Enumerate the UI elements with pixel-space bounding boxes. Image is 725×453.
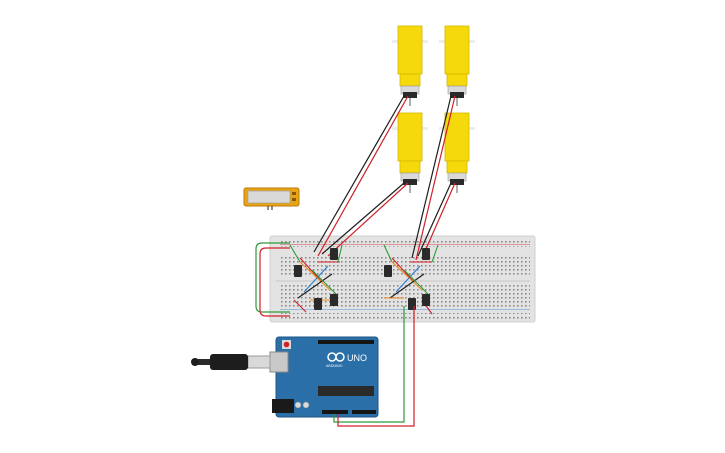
breadboard[interactable] — [269, 235, 536, 323]
atmega-chip — [318, 386, 374, 396]
arduino-logo-icon — [327, 352, 345, 362]
dc-motor-icon[interactable] — [392, 25, 428, 106]
arduino-brand-label: ARDUINO — [326, 364, 343, 368]
motor-wires — [313, 95, 456, 261]
rail-wires — [255, 242, 290, 317]
motor-driver-chip[interactable] — [294, 265, 302, 277]
usb-port — [269, 351, 289, 373]
motor-driver-chip[interactable] — [384, 265, 392, 277]
analog-header — [352, 410, 376, 414]
reset-button[interactable] — [283, 341, 290, 348]
dc-motor-icon[interactable] — [439, 25, 475, 106]
motor-driver-chip[interactable] — [330, 248, 338, 260]
breadboard-jumpers — [289, 244, 439, 315]
motor-driver-chip[interactable] — [314, 298, 322, 310]
digital-header — [318, 340, 374, 344]
arduino-uno-label: UNO — [347, 353, 367, 363]
dc-motor-icon[interactable] — [392, 112, 428, 193]
dc-motor-icon[interactable] — [439, 112, 475, 193]
battery-pack-icon[interactable] — [243, 187, 300, 210]
arduino-uno-board[interactable]: UNO ARDUINO — [269, 336, 379, 418]
motor-driver-chip[interactable] — [330, 294, 338, 306]
motor-driver-chip[interactable] — [422, 248, 430, 260]
motor-driver-chip[interactable] — [422, 294, 430, 306]
motor-driver-chip[interactable] — [408, 298, 416, 310]
power-jack — [272, 399, 294, 413]
power-header — [322, 410, 348, 414]
arduino-wires — [333, 306, 415, 427]
usb-cable-icon — [191, 354, 271, 370]
